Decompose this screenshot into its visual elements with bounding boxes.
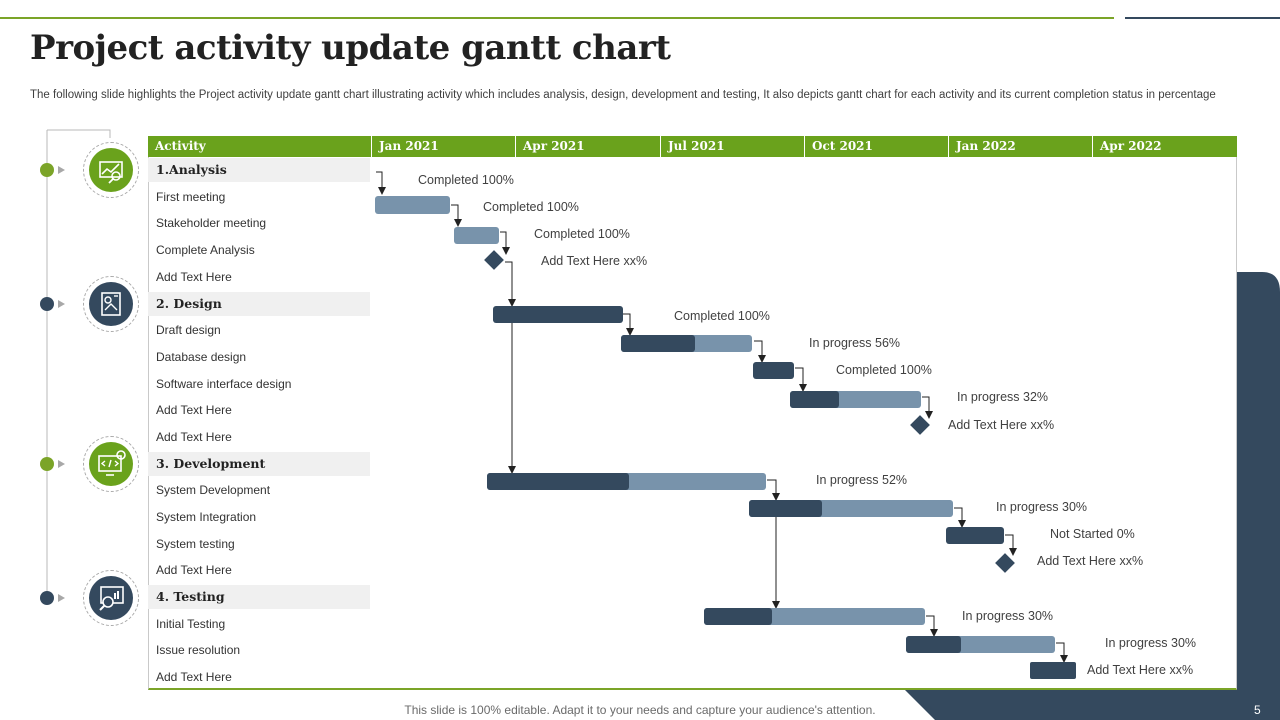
status-label: In progress 30% — [996, 500, 1088, 514]
activity-row: Database design — [156, 350, 247, 364]
activity-row: Draft design — [156, 323, 221, 337]
activity-row: System Integration — [156, 510, 257, 524]
timeline-node-analysis — [40, 163, 65, 177]
footer-text: This slide is 100% editable. Adapt it to… — [404, 703, 876, 717]
activity-row: System Development — [156, 483, 271, 497]
bar-initial-testing — [704, 608, 925, 625]
status-label: Add Text Here xx% — [1037, 554, 1144, 568]
bar-database-design — [621, 335, 752, 352]
testing-magnifier-icon — [83, 570, 139, 626]
status-label: Completed 100% — [534, 227, 630, 241]
column-header-jan-2021: Jan 2021 — [371, 136, 515, 157]
bottom-decor-shape — [905, 690, 1237, 720]
bar-system-integration — [749, 500, 953, 517]
group-testing: 4. Testing — [148, 585, 370, 609]
page-number: 5 — [1254, 703, 1261, 717]
activity-row: Add Text Here — [156, 563, 232, 577]
status-label: Add Text Here xx% — [541, 254, 648, 268]
bar-design-item4 — [790, 391, 921, 408]
bar-system-testing — [946, 527, 1004, 544]
bar-system-development — [487, 473, 766, 490]
activity-row: Add Text Here — [156, 403, 232, 417]
page-subtitle: The following slide highlights the Proje… — [30, 89, 1216, 101]
top-accent-line — [0, 17, 1114, 19]
status-label: Add Text Here xx% — [1087, 663, 1194, 677]
activity-row: Add Text Here — [156, 270, 232, 284]
activity-row: First meeting — [156, 190, 226, 204]
status-label: Completed 100% — [418, 173, 514, 187]
activity-row: Stakeholder meeting — [156, 216, 267, 230]
column-header-oct-2021: Oct 2021 — [804, 136, 948, 157]
status-label: Completed 100% — [674, 309, 770, 323]
status-label: In progress 30% — [962, 609, 1054, 623]
group-development: 3. Development — [148, 452, 370, 476]
bar-testing-item3 — [1030, 662, 1076, 679]
bar-issue-resolution — [906, 636, 1055, 653]
column-header-jan-2022: Jan 2022 — [948, 136, 1092, 157]
activity-row: Initial Testing — [156, 617, 226, 631]
milestone-development — [995, 553, 1015, 573]
page-title: Project activity update gantt chart — [30, 28, 671, 68]
analysis-chart-icon — [83, 142, 139, 198]
status-label: Completed 100% — [483, 200, 579, 214]
group-design: 2. Design — [148, 292, 370, 316]
timeline-node-testing — [40, 591, 65, 605]
design-blueprint-icon — [83, 276, 139, 332]
timeline-connector — [47, 129, 111, 138]
right-decor-shape — [1237, 272, 1280, 720]
bar-first-meeting — [375, 196, 450, 214]
status-label: In progress 32% — [957, 390, 1049, 404]
column-header-jul-2021: Jul 2021 — [660, 136, 804, 157]
column-header-activity: Activity — [155, 139, 206, 153]
gantt-header: Activity Jan 2021 Apr 2021 Jul 2021 Oct … — [148, 136, 1237, 157]
status-label: Not Started 0% — [1050, 527, 1135, 541]
activity-row: System testing — [156, 537, 235, 551]
activity-row: Add Text Here — [156, 670, 232, 684]
status-label: Add Text Here xx% — [948, 418, 1055, 432]
development-code-icon — [83, 436, 139, 492]
milestone-design — [910, 415, 930, 435]
activity-row: Add Text Here — [156, 430, 232, 444]
dependency-arrows — [376, 171, 1068, 663]
milestone-complete-analysis — [484, 250, 504, 270]
status-label: Completed 100% — [836, 363, 932, 377]
activity-row: Issue resolution — [156, 643, 241, 657]
top-accent-line-dark — [1125, 17, 1280, 19]
column-header-apr-2021: Apr 2021 — [515, 136, 660, 157]
timeline-node-development — [40, 457, 65, 471]
activity-row: Complete Analysis — [156, 243, 255, 257]
bar-draft-design — [493, 306, 623, 323]
group-analysis: 1.Analysis — [148, 158, 370, 182]
activity-row: Software interface design — [156, 377, 292, 391]
status-label: In progress 52% — [816, 473, 908, 487]
bar-software-interface — [753, 362, 794, 379]
timeline-node-design — [40, 297, 65, 311]
bar-stakeholder-meeting — [454, 227, 499, 244]
status-label: In progress 56% — [809, 336, 901, 350]
column-header-apr-2022: Apr 2022 — [1092, 136, 1237, 157]
status-label: In progress 30% — [1105, 636, 1197, 650]
